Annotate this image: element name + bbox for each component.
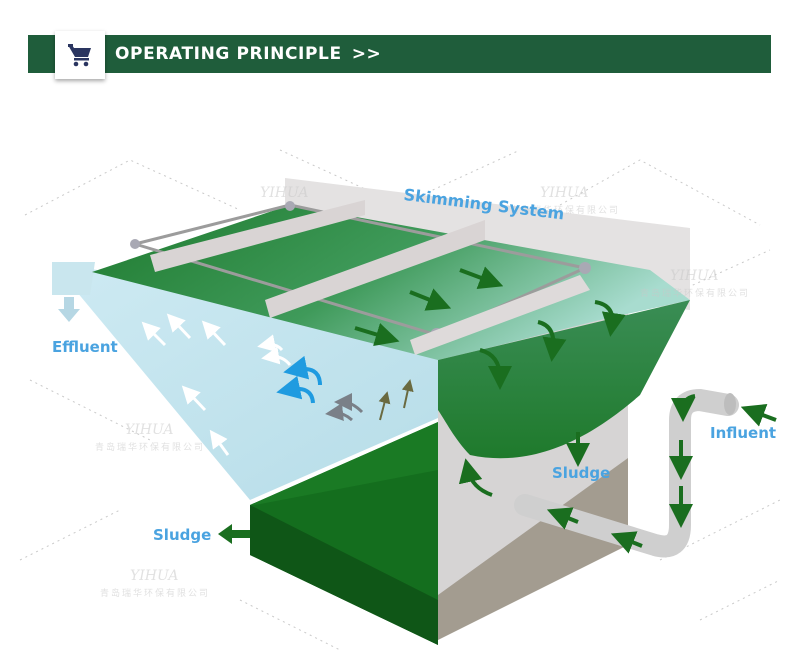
effluent-down-arrow bbox=[58, 297, 80, 322]
rise-arrows bbox=[378, 379, 414, 421]
skimmer-blade-1 bbox=[150, 200, 365, 272]
watermark: YIHUA bbox=[260, 185, 309, 201]
daf-diagram-illustration bbox=[19, 149, 781, 651]
label-effluent: Effluent bbox=[52, 338, 118, 356]
bubble-arrows bbox=[325, 393, 364, 422]
pipe-flow-arrows bbox=[546, 394, 777, 554]
skimmer-blade-3 bbox=[410, 275, 590, 355]
section-title: OPERATING PRINCIPLE >> bbox=[115, 35, 381, 73]
label-sludge-bottom: Sludge bbox=[153, 526, 212, 544]
section-title-text: OPERATING PRINCIPLE bbox=[115, 44, 342, 64]
tank-side-shadow bbox=[438, 458, 628, 640]
label-sludge-top: Sludge bbox=[552, 464, 611, 482]
float-flow-arrows bbox=[354, 266, 626, 497]
section-header-bar bbox=[28, 35, 771, 73]
chevron-right-icon: >> bbox=[351, 44, 382, 64]
sludge-out-arrow bbox=[218, 524, 250, 544]
header-icon-box bbox=[55, 31, 105, 79]
swirl-arrows bbox=[276, 355, 322, 404]
label-influent: Influent bbox=[710, 424, 777, 442]
sludge-slope bbox=[438, 300, 690, 459]
shopping-cart-icon bbox=[68, 44, 91, 67]
skimmer-blade-2 bbox=[265, 220, 485, 318]
